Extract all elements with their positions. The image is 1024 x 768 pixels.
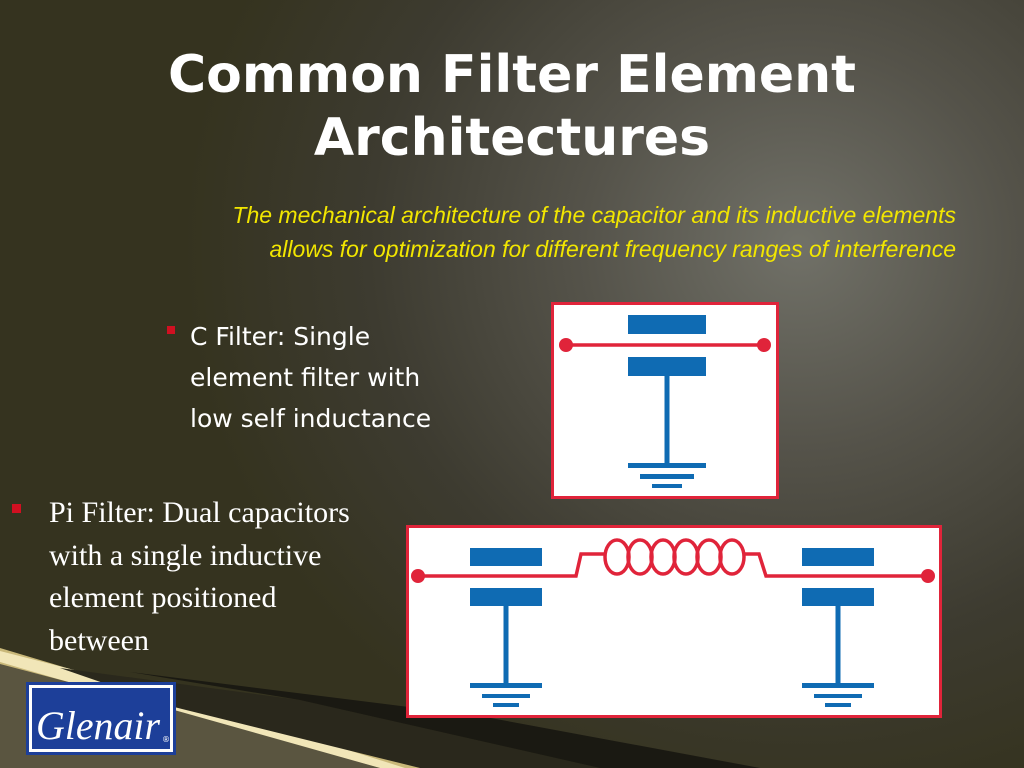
logo-registered-mark: ® (162, 735, 170, 744)
ground-symbol-right (802, 683, 874, 707)
terminal-right (921, 569, 935, 583)
conductor-line (418, 552, 928, 578)
bullet-pi-line-3: element positioned (49, 581, 277, 614)
subtitle-line-1: The mechanical architecture of the capac… (232, 202, 956, 228)
terminal-left (559, 338, 573, 352)
title-line-1: Common Filter Element (167, 45, 857, 105)
slide-title: Common Filter Element Architectures (62, 44, 962, 170)
ground-symbol (628, 463, 706, 488)
pi-filter-diagram (406, 525, 942, 718)
capacitor-symbol-right (802, 548, 874, 686)
subtitle-line-2: allows for optimization for different fr… (269, 236, 956, 262)
inductor-coil (603, 538, 746, 576)
logo-text: Glenair (36, 703, 160, 748)
glenair-logo: Glenair ® (26, 682, 176, 755)
terminal-left (411, 569, 425, 583)
bullet-pi-filter-text: Pi Filter: Dual capacitors with a single… (49, 492, 350, 662)
bullet-square-icon (167, 326, 175, 334)
bullet-pi-line-1: Pi Filter: Dual capacitors (49, 496, 350, 529)
bullet-square-icon (12, 504, 21, 513)
title-line-2: Architectures (313, 108, 711, 168)
bullet-pi-line-2: with a single inductive (49, 538, 322, 572)
bullet-c-line-3: low self inductance (190, 404, 432, 433)
capacitor-symbol (628, 315, 706, 466)
bullet-c-line-2: element filter with (190, 363, 421, 392)
bullet-c-filter-text: C Filter: Single element filter with low… (190, 316, 431, 439)
c-filter-diagram (551, 302, 779, 499)
bullet-pi-line-4: between (49, 623, 149, 657)
capacitor-symbol-left (470, 548, 542, 686)
slide-subtitle: The mechanical architecture of the capac… (40, 198, 956, 266)
terminal-right (757, 338, 771, 352)
ground-symbol-left (470, 683, 542, 707)
bullet-c-line-1: C Filter: Single (190, 322, 371, 351)
